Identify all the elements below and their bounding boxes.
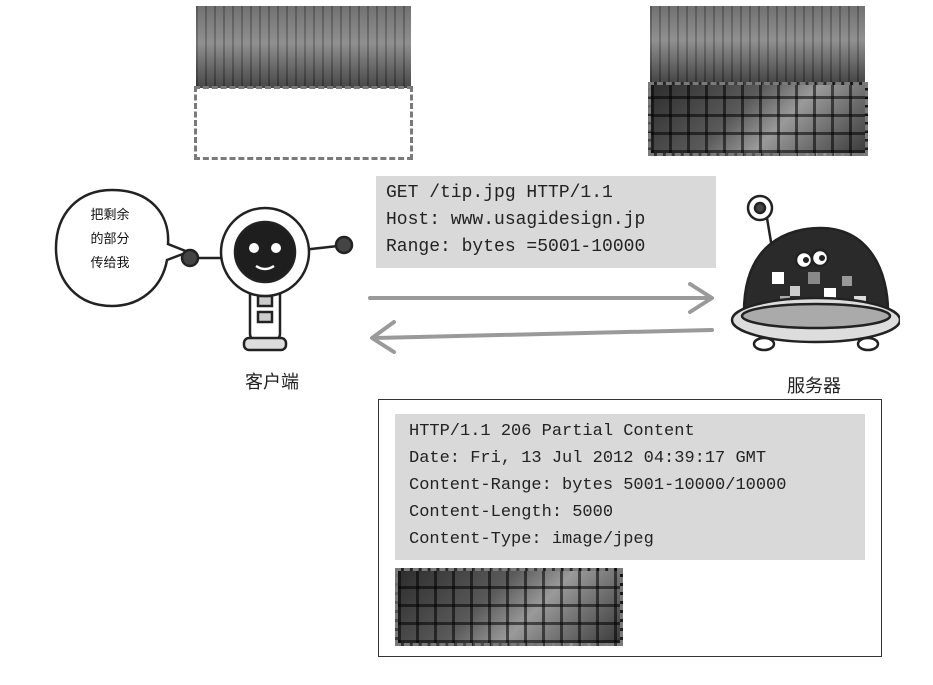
speech-bubble-text: 把剩余 的部分 传给我	[62, 204, 158, 276]
response-line-3: Content-Range: bytes 5001-10000/10000	[409, 476, 787, 495]
response-container: HTTP/1.1 206 Partial Content Date: Fri, …	[378, 399, 882, 657]
speech-line-3: 传给我	[90, 256, 130, 271]
request-line-1: GET /tip.jpg HTTP/1.1	[386, 183, 613, 203]
response-line-1: HTTP/1.1 206 Partial Content	[409, 422, 695, 441]
server-label: 服务器	[787, 376, 841, 397]
client-image-received-part	[196, 6, 411, 88]
request-line-2: Host: www.usagidesign.jp	[386, 210, 646, 230]
response-image-part	[395, 568, 623, 646]
server-robot-icon	[730, 194, 900, 352]
response-line-2: Date: Fri, 13 Jul 2012 04:39:17 GMT	[409, 449, 767, 468]
response-message: HTTP/1.1 206 Partial Content Date: Fri, …	[395, 414, 865, 560]
response-line-5: Content-Type: image/jpeg	[409, 530, 654, 549]
server-image-remaining-part	[648, 82, 868, 156]
client-label: 客户端	[245, 372, 299, 393]
request-line-3: Range: bytes =5001-10000	[386, 237, 646, 257]
arrows	[368, 282, 714, 354]
request-arrow	[368, 282, 714, 314]
response-line-4: Content-Length: 5000	[409, 503, 614, 522]
response-arrow	[370, 320, 714, 354]
server-image-first-part	[650, 6, 865, 82]
speech-bubble	[54, 188, 192, 308]
client-robot-icon	[180, 206, 354, 352]
client-image-missing-part	[194, 86, 413, 160]
speech-line-1: 把剩余	[90, 208, 130, 223]
request-message: GET /tip.jpg HTTP/1.1 Host: www.usagides…	[376, 176, 716, 268]
speech-line-2: 的部分	[90, 232, 130, 247]
